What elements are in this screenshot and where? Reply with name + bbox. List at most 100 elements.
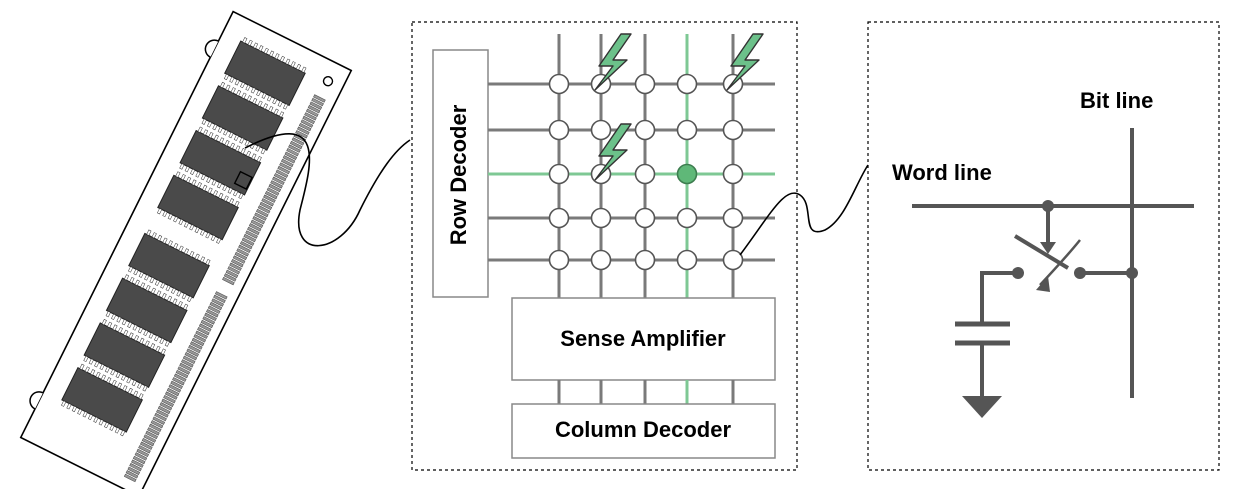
chip-leg bbox=[186, 176, 192, 184]
chip-leg bbox=[290, 61, 296, 68]
contact-pin bbox=[298, 122, 312, 132]
chip-leg bbox=[127, 387, 133, 395]
chip-leg bbox=[156, 290, 162, 297]
contact-pin bbox=[206, 309, 219, 318]
contact-pin bbox=[243, 233, 257, 243]
chip-body bbox=[179, 129, 262, 196]
chip-leg bbox=[142, 385, 148, 392]
module-contacts bbox=[123, 94, 326, 483]
chip-leg bbox=[191, 179, 197, 186]
chip-leg bbox=[120, 429, 126, 437]
contact-pin bbox=[282, 155, 296, 164]
memory-cell bbox=[722, 119, 744, 141]
chip-leg bbox=[279, 55, 285, 63]
contact-pin bbox=[152, 416, 166, 425]
chip-leg bbox=[156, 208, 163, 215]
chip-body bbox=[157, 174, 239, 241]
chip-leg bbox=[122, 385, 128, 392]
chip-leg bbox=[134, 279, 140, 286]
memory-chip bbox=[105, 274, 189, 347]
chip-leg bbox=[195, 171, 201, 178]
chip-leg bbox=[161, 293, 167, 300]
contact-pin bbox=[170, 380, 183, 390]
chip-leg bbox=[148, 332, 154, 339]
chip-body bbox=[201, 85, 284, 151]
chip-leg bbox=[178, 245, 184, 252]
chip-leg bbox=[262, 103, 269, 110]
chip-leg bbox=[272, 97, 278, 105]
chip-leg bbox=[252, 97, 258, 105]
row-decoder-label: Row Decoder bbox=[446, 104, 471, 245]
chip-leg bbox=[217, 126, 223, 133]
contact-pin bbox=[191, 337, 205, 347]
chip-leg bbox=[187, 295, 193, 302]
chip-leg bbox=[260, 148, 266, 155]
sense-amplifier-box bbox=[511, 297, 776, 381]
chip-leg bbox=[197, 126, 203, 133]
contact-pin bbox=[166, 387, 180, 397]
cell-circuit-nodes bbox=[962, 200, 1138, 418]
chip-leg bbox=[144, 340, 150, 347]
chip-leg bbox=[183, 221, 189, 228]
chip-leg bbox=[162, 210, 168, 218]
chip-leg bbox=[240, 81, 246, 89]
chip-leg bbox=[84, 366, 90, 373]
memory-cell bbox=[676, 249, 698, 271]
contact-pin bbox=[311, 97, 324, 107]
module-hole bbox=[322, 76, 334, 87]
contact-pin bbox=[277, 165, 290, 175]
chip-leg bbox=[277, 100, 283, 107]
contact-pin bbox=[234, 251, 248, 261]
chip-leg bbox=[233, 134, 239, 141]
contact-pin bbox=[256, 208, 269, 218]
memory-cell bbox=[548, 207, 570, 229]
contact-pin bbox=[231, 258, 244, 268]
contact-pin bbox=[236, 248, 249, 257]
chip-body bbox=[224, 40, 306, 107]
chip-leg bbox=[104, 421, 110, 429]
chip-leg bbox=[90, 369, 96, 376]
chip-leg bbox=[123, 274, 130, 281]
chip-leg bbox=[223, 73, 230, 81]
chip-leg bbox=[213, 134, 219, 141]
contact-pin bbox=[156, 409, 169, 418]
chip-leg bbox=[233, 190, 239, 197]
contact-pin bbox=[198, 323, 212, 332]
chip-leg bbox=[173, 216, 179, 223]
chip-leg bbox=[100, 374, 106, 381]
row-decoder-box bbox=[432, 49, 489, 298]
chip-leg bbox=[202, 129, 209, 136]
zoom-marker bbox=[233, 170, 254, 191]
contact-pin bbox=[250, 219, 264, 228]
contact-pin bbox=[254, 212, 267, 221]
cell-circuit bbox=[912, 128, 1194, 398]
sense-amplifier-label: Sense Amplifier bbox=[560, 326, 726, 351]
contact-pin bbox=[150, 420, 164, 429]
chip-leg bbox=[105, 310, 111, 318]
chip-leg bbox=[256, 89, 262, 97]
chip-leg bbox=[110, 369, 116, 376]
chip-leg bbox=[282, 103, 289, 110]
chip-leg bbox=[268, 105, 274, 113]
chip-leg bbox=[138, 393, 144, 400]
contact-pin bbox=[222, 276, 235, 286]
chip-leg bbox=[206, 176, 212, 183]
contact-pin bbox=[300, 119, 314, 128]
contact-pin bbox=[305, 108, 319, 117]
contact-pin bbox=[307, 105, 321, 114]
column-decoder-box bbox=[511, 403, 776, 459]
chip-leg bbox=[219, 137, 225, 144]
chip-leg bbox=[128, 332, 134, 339]
chip-leg bbox=[301, 66, 307, 73]
contact-pin bbox=[186, 348, 199, 357]
contact-pin bbox=[275, 169, 289, 178]
lightning-bolt-shape bbox=[594, 123, 632, 181]
capacitor-lead bbox=[980, 271, 1018, 322]
amplifier-decoder-lines bbox=[557, 380, 735, 404]
chip-leg bbox=[61, 400, 67, 407]
chip-leg bbox=[202, 184, 208, 192]
column-decoder-label: Column Decoder bbox=[555, 417, 731, 442]
chip-leg bbox=[88, 358, 94, 365]
chip-leg bbox=[238, 192, 244, 200]
contact-pin bbox=[263, 194, 276, 203]
